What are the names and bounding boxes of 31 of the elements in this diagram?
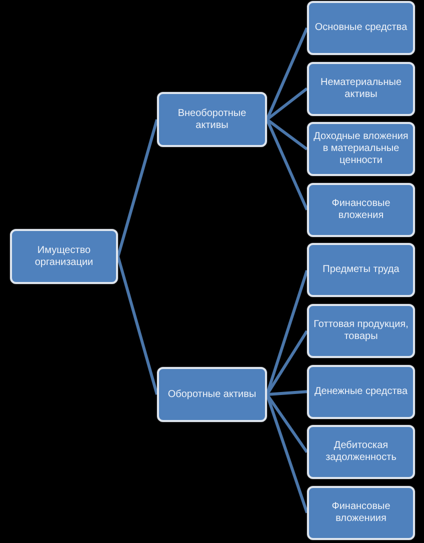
process-box (307, 1, 415, 55)
box-label: Имущество организации (34, 244, 94, 268)
box-label: Основные средства (314, 22, 408, 34)
process-box (307, 182, 415, 237)
connector-line (116, 119, 158, 257)
connector-line (266, 87, 308, 121)
box-label: Доходные вложения в материальные ценности (312, 131, 410, 168)
box-label: Финансовые вложения (330, 198, 392, 222)
connector-line (266, 27, 308, 120)
box-label: Готтовая продукция, товары (312, 319, 410, 343)
box-label: Дебитоская задолженность (324, 440, 398, 464)
connector-line (266, 118, 308, 210)
process-box (307, 122, 415, 176)
box-label: Предметы труда (322, 264, 400, 276)
process-box (307, 364, 415, 419)
box-label: Финансовые вложениия (330, 500, 392, 525)
box-label: Внеоборотные активы (176, 108, 248, 132)
process-box (307, 486, 415, 540)
box-label: Нематериальные активы (319, 76, 403, 101)
process-box (307, 425, 415, 480)
connector-line (266, 390, 308, 396)
process-box (307, 304, 415, 358)
box-label: Денежные средства (314, 386, 408, 398)
process-box (157, 92, 267, 147)
process-box (307, 243, 415, 298)
process-box (307, 62, 415, 116)
box-label: Оборотные активы (168, 388, 256, 400)
connector-line (116, 256, 158, 395)
connector-line (266, 118, 308, 150)
process-box (157, 367, 267, 422)
process-box (10, 229, 118, 284)
